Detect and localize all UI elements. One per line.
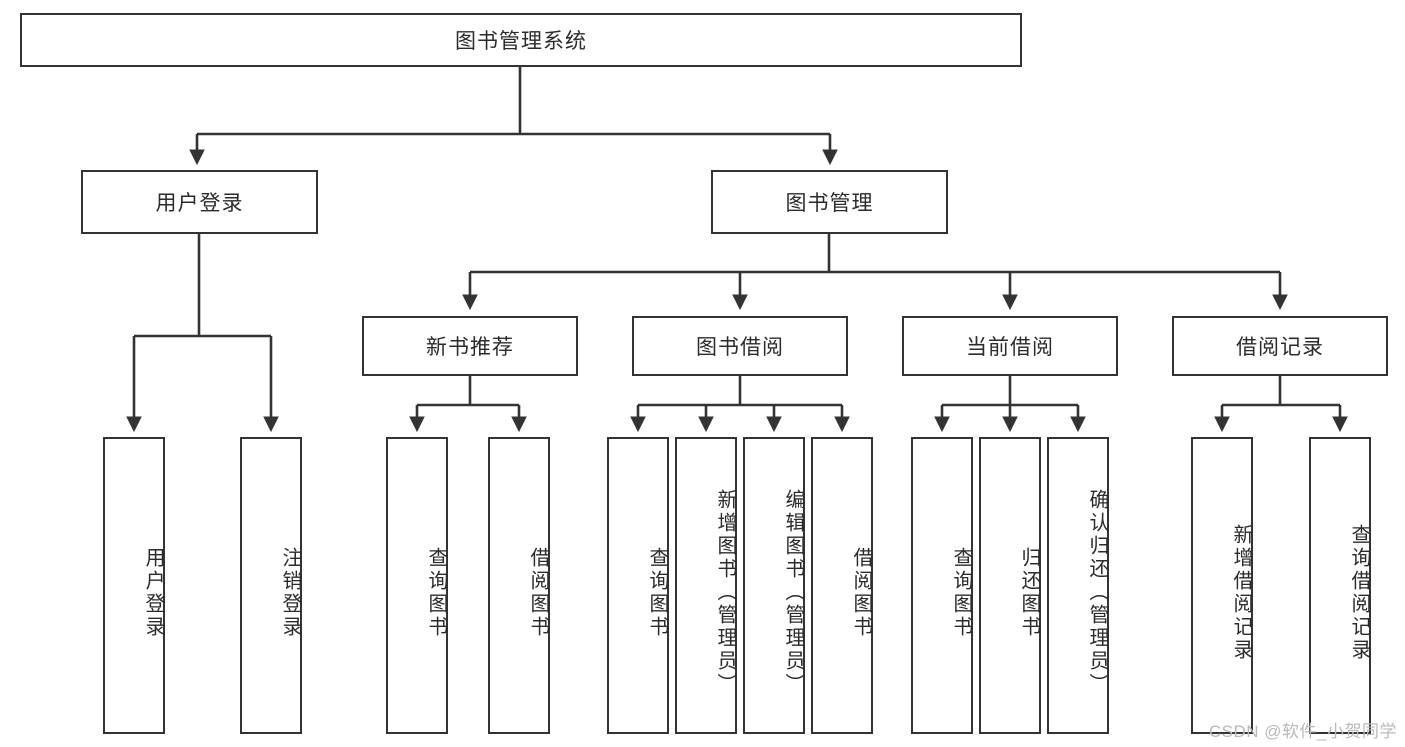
leaf-new-book-query[interactable]: 查询图书 bbox=[386, 437, 448, 734]
leaf-label: 新增借阅记录 bbox=[1230, 523, 1252, 662]
leaf-record-query[interactable]: 查询借阅记录 bbox=[1309, 437, 1371, 734]
node-borrow-record[interactable]: 借阅记录 bbox=[1172, 316, 1388, 376]
node-book-management-label: 图书管理 bbox=[785, 192, 874, 215]
leaf-label: 归还图书 bbox=[1018, 546, 1040, 639]
leaf-label: 查询图书 bbox=[950, 546, 972, 639]
leaf-current-return-book[interactable]: 归还图书 bbox=[979, 437, 1041, 734]
leaf-borrow-edit-book[interactable]: 编辑图书（管理员） bbox=[743, 437, 805, 734]
node-book-management[interactable]: 图书管理 bbox=[711, 170, 948, 234]
leaf-label: 查询图书 bbox=[425, 546, 447, 639]
leaf-user-login-logout[interactable]: 注销登录 bbox=[240, 437, 302, 734]
watermark: CSDN @软件_小贺同学 bbox=[1208, 722, 1397, 741]
node-current-borrow[interactable]: 当前借阅 bbox=[902, 316, 1118, 376]
node-root-label: 图书管理系统 bbox=[455, 30, 587, 53]
node-new-book-recommend[interactable]: 新书推荐 bbox=[362, 316, 578, 376]
leaf-current-confirm-return[interactable]: 确认归还（管理员） bbox=[1047, 437, 1109, 734]
leaf-label: 注销登录 bbox=[279, 546, 301, 639]
leaf-label: 借阅图书 bbox=[850, 546, 872, 639]
leaf-current-query-book[interactable]: 查询图书 bbox=[911, 437, 973, 734]
node-borrow-record-label: 借阅记录 bbox=[1236, 336, 1324, 359]
node-current-borrow-label: 当前借阅 bbox=[966, 336, 1054, 359]
leaf-label: 借阅图书 bbox=[527, 546, 549, 639]
leaf-user-login-login[interactable]: 用户登录 bbox=[103, 437, 165, 734]
node-user-login[interactable]: 用户登录 bbox=[81, 170, 318, 234]
leaf-label: 编辑图书（管理员） bbox=[782, 489, 804, 696]
node-new-book-recommend-label: 新书推荐 bbox=[426, 336, 514, 359]
node-book-borrow[interactable]: 图书借阅 bbox=[632, 316, 848, 376]
leaf-borrow-query-book[interactable]: 查询图书 bbox=[607, 437, 669, 734]
leaf-borrow-borrow-book[interactable]: 借阅图书 bbox=[811, 437, 873, 734]
leaf-borrow-add-book[interactable]: 新增图书（管理员） bbox=[675, 437, 737, 734]
leaf-label: 查询借阅记录 bbox=[1348, 523, 1370, 662]
leaf-label: 确认归还（管理员） bbox=[1086, 489, 1108, 696]
node-user-login-label: 用户登录 bbox=[155, 192, 244, 215]
leaf-new-book-borrow[interactable]: 借阅图书 bbox=[488, 437, 550, 734]
leaf-record-add[interactable]: 新增借阅记录 bbox=[1191, 437, 1253, 734]
leaf-label: 查询图书 bbox=[646, 546, 668, 639]
leaf-label: 新增图书（管理员） bbox=[714, 489, 736, 696]
leaf-label: 用户登录 bbox=[142, 546, 164, 639]
node-book-borrow-label: 图书借阅 bbox=[696, 336, 784, 359]
node-root[interactable]: 图书管理系统 bbox=[20, 13, 1022, 67]
